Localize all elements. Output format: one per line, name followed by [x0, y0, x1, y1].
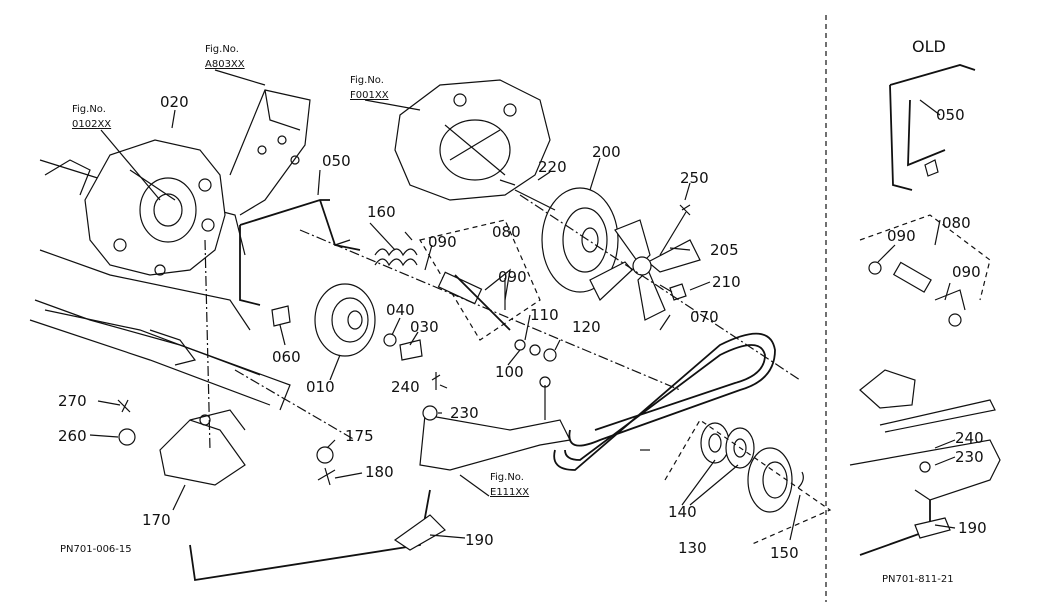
belt-070 — [553, 332, 776, 471]
lever-arm — [419, 376, 571, 471]
svg-text:0102XX: 0102XX — [72, 119, 111, 130]
idler-group-130 — [664, 419, 832, 546]
part-label: 190 — [465, 531, 494, 549]
nut-120 — [543, 348, 557, 362]
washer-110 — [529, 344, 541, 356]
part-label: 205 — [710, 241, 739, 259]
bolt-030 — [399, 339, 423, 361]
part-label: 090 — [428, 233, 457, 251]
bolt-060 — [271, 305, 291, 327]
part-label: 230 — [450, 404, 479, 422]
part-label: 060 — [272, 348, 301, 366]
svg-text:Fig.No.: Fig.No. — [205, 44, 239, 55]
old-part-label: 190 — [958, 519, 987, 537]
old-part-label: 240 — [955, 429, 984, 447]
old-lever-assembly — [849, 369, 1001, 556]
fig-ref-e111: Fig.No. E111XX — [490, 472, 529, 498]
old-part-label: 080 — [942, 214, 971, 232]
svg-text:Fig.No.: Fig.No. — [72, 104, 106, 115]
pin-180 — [317, 467, 336, 486]
fig-ref-a803: Fig.No. A803XX — [205, 44, 245, 70]
part-label: 180 — [365, 463, 394, 481]
pin-240 — [431, 372, 441, 390]
svg-text:E111XX: E111XX — [490, 487, 529, 498]
svg-text:F001XX: F001XX — [350, 90, 389, 101]
part-label: 175 — [345, 427, 374, 445]
part-label: 220 — [538, 158, 567, 176]
center-lines — [204, 194, 801, 451]
drawing-code: PN701-006-15 — [60, 544, 132, 555]
pulley-200 — [514, 187, 619, 293]
bearing-140 — [700, 422, 755, 469]
part-label: 010 — [306, 378, 335, 396]
bolt-250 — [659, 204, 691, 256]
leader-lines — [89, 69, 956, 541]
part-label: 160 — [367, 203, 396, 221]
part-label: 240 — [391, 378, 420, 396]
bolt-210 — [659, 283, 687, 301]
part-label: 270 — [58, 392, 87, 410]
part-label: 150 — [770, 544, 799, 562]
pedal-rod — [189, 489, 446, 582]
washer-260 — [118, 428, 136, 446]
part-label: 130 — [678, 539, 707, 557]
transmission-housing — [84, 139, 226, 276]
part-label: 140 — [668, 503, 697, 521]
svg-text:Fig.No.: Fig.No. — [350, 75, 384, 86]
part-label: 200 — [592, 143, 621, 161]
old-drawing-code: PN701-811-21 — [882, 574, 954, 585]
part-label: 050 — [322, 152, 351, 170]
hydro-unit — [394, 79, 551, 201]
part-label: 120 — [572, 318, 601, 336]
part-label: 040 — [386, 301, 415, 319]
part-label: 100 — [495, 363, 524, 381]
washer-230 — [422, 405, 438, 421]
part-label: 110 — [530, 306, 559, 324]
fan-205 — [589, 219, 701, 321]
spring-160 — [374, 231, 418, 267]
part-label: 250 — [680, 169, 709, 187]
old-part-label: 050 — [936, 106, 965, 124]
part-label: 260 — [58, 427, 87, 445]
pulley-130 — [747, 447, 793, 513]
washer-100 — [514, 339, 526, 351]
tension-arm-080 — [419, 219, 541, 341]
part-label: 090 — [498, 268, 527, 286]
old-part-label: 090 — [887, 227, 916, 245]
old-tension-arm-080 — [859, 214, 991, 327]
fig-ref-f001: Fig.No. F001XX — [350, 75, 389, 101]
part-label: 070 — [690, 308, 719, 326]
part-label: 170 — [142, 511, 171, 529]
old-title: OLD — [912, 37, 946, 56]
part-label: 020 — [160, 93, 189, 111]
svg-text:Fig.No.: Fig.No. — [490, 472, 524, 483]
washer-040 — [383, 333, 397, 347]
old-rod-050 — [889, 64, 976, 191]
old-part-label: 230 — [955, 448, 984, 466]
old-part-label: 090 — [952, 263, 981, 281]
bracket — [229, 89, 311, 216]
plate-170 — [159, 409, 246, 486]
svg-text:A803XX: A803XX — [205, 59, 245, 70]
washer-175 — [316, 446, 334, 464]
part-label: 210 — [712, 273, 741, 291]
pin-270 — [117, 399, 131, 413]
fig-ref-0102: Fig.No. 0102XX — [72, 104, 111, 130]
snap-ring-150 — [797, 471, 804, 489]
part-label: 030 — [410, 318, 439, 336]
part-label: 080 — [492, 223, 521, 241]
pulley-010 — [314, 283, 376, 357]
